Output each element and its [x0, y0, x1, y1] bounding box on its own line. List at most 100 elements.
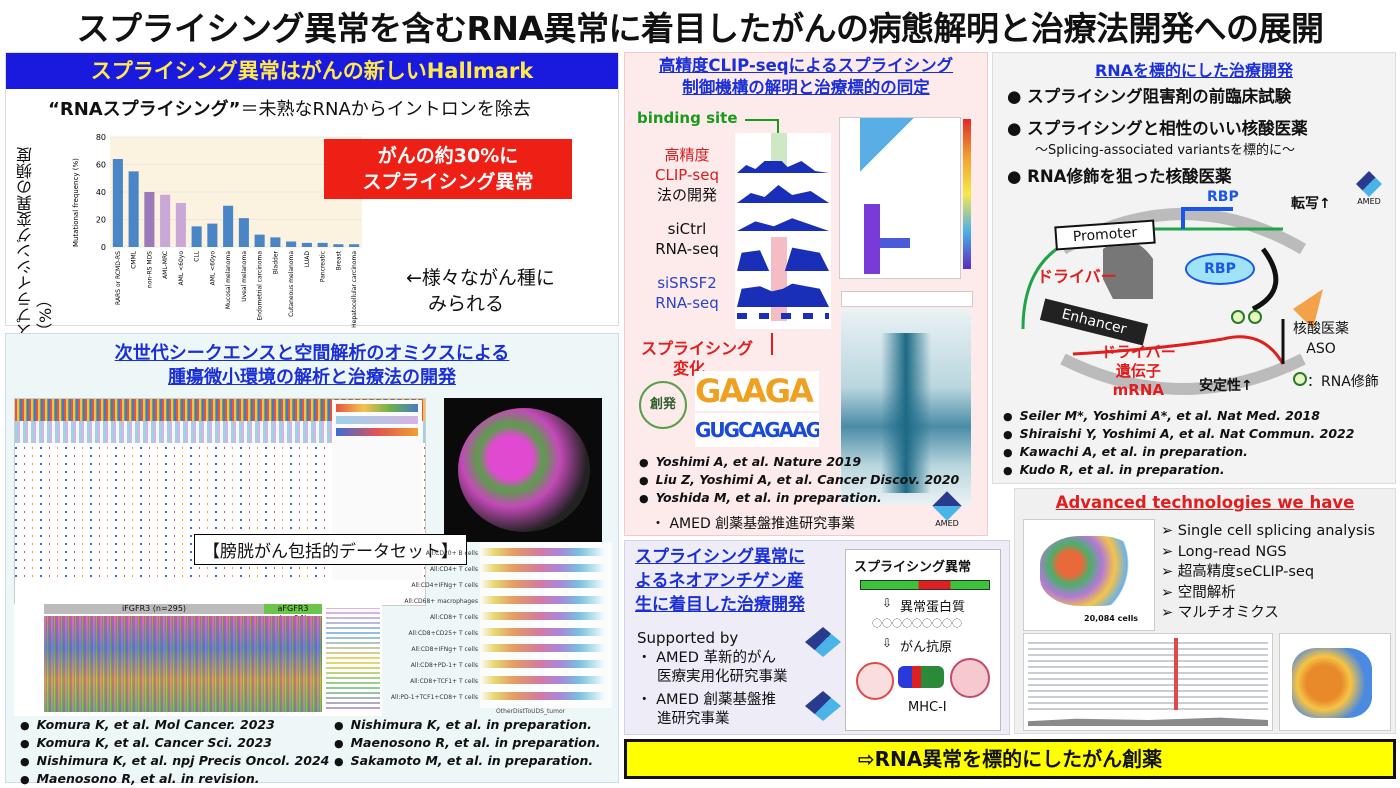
rna-mod-icon: [1248, 310, 1262, 324]
funding2-line1: AMED 創薬基盤推: [656, 692, 776, 708]
heatmap-block: [864, 204, 880, 274]
x-tick-label: Mucosal melanoma: [225, 251, 232, 310]
x-tick-label: AML-MRC: [162, 251, 169, 279]
transcription-label: 転写↑: [1291, 196, 1331, 212]
stability-label: 安定性↑: [1199, 378, 1253, 394]
clip-row1: 高精度 CLIP-seq 法の開発: [643, 145, 731, 205]
gene-model: [737, 313, 829, 319]
violin-plot-area: [480, 542, 612, 708]
violin-label: All:CD4+IFNg+ T cells: [411, 582, 478, 589]
sohatsu-logo: 創発: [639, 381, 687, 429]
violin-x-axis-label: OtherDistToUDS_tumor: [496, 708, 566, 715]
y-tick-label: 80: [96, 133, 106, 142]
x-tick-label: Hepatocellular carcinoma: [351, 251, 358, 328]
bar: [349, 244, 360, 247]
spatial-map: [1292, 648, 1372, 718]
black-curve-arrow: [1251, 247, 1279, 312]
down-arrow-icon: ⇩: [882, 596, 893, 610]
sictrl-rnaseq-label: RNA-seq: [655, 240, 719, 258]
amed-logo: AMED: [925, 491, 969, 533]
amed-note-text: AMED 創薬基盤推進研究事業: [669, 516, 856, 532]
clip-title-line1: 高精度CLIP-seqによるスプライシング: [658, 56, 954, 75]
spatial-map-figure: [1279, 633, 1391, 731]
aso-arrow-icon: [1293, 289, 1323, 329]
mhc-label: MHC-I: [908, 700, 947, 715]
x-tick-label: Uveal melanoma: [241, 251, 248, 302]
advanced-panel: Advanced technologies we have 20,084 cel…: [1014, 488, 1396, 734]
rna-title: RNAを標的にした治療開発: [1094, 61, 1294, 80]
violin-label: All:CD20+ B cells: [425, 550, 478, 557]
x-tick-label: Pancreatic: [320, 251, 327, 282]
oncoprint-top-bars: [15, 399, 425, 421]
neo-funding-2: ・ AMED 創薬基盤推 進研究事業: [637, 692, 776, 727]
rna-ref: Shiraishi Y, Yoshimi A, et al. Nat Commu…: [1003, 425, 1355, 443]
x-tick-label: CMML: [131, 250, 138, 269]
heatmap-block: [860, 118, 960, 198]
definition-text: ＝未熟なRNAからイントロンを除去: [240, 99, 531, 120]
funding1-line2: 医療実用化研究事業: [657, 669, 788, 685]
supported-by: Supported by: [637, 629, 739, 647]
amed-logo-text: AMED: [1357, 197, 1381, 206]
read-highlight: [1174, 638, 1178, 710]
clip-panel: 高精度CLIP-seqによるスプライシング 制御機構の解明と治療標的の同定 bi…: [624, 52, 988, 536]
splicing-change-arrow: [771, 333, 773, 355]
violin-label: All:CD8+ T cells: [429, 614, 478, 621]
clip-row2: siCtrl RNA-seq: [643, 219, 731, 259]
neo-funding-1: ・ AMED 革新的がん 医療実用化研究事業: [637, 650, 788, 685]
peptide-chain: [872, 618, 962, 628]
long-read-figure: [1023, 633, 1273, 731]
neoantigen-panel: スプライシング異常に よるネオアンチゲン産 生に着目した治療開発 Support…: [624, 540, 1010, 735]
rbp-oval: RBP: [1185, 253, 1255, 285]
neo-title-line1: スプライシング異常に: [635, 547, 805, 567]
rna-item-3: ● RNA修飾を狙った核酸医薬: [1007, 167, 1232, 186]
violin-label: All:PD-1+TCF1+CD8+ T cells: [390, 694, 478, 701]
rna-mod-legend: ：RNA修飾: [1293, 371, 1379, 391]
binding-site-arrow-down: [777, 119, 779, 139]
omics-title: 次世代シークエンスと空間解析のオミクスによる 腫瘍微小環境の解析と治療法の開発: [6, 342, 618, 390]
y-axis-label: Mutational frequency (%): [72, 158, 80, 247]
y-tick-label: 20: [96, 216, 106, 225]
x-tick-label: Bladder: [272, 250, 279, 274]
clip-track: [737, 185, 829, 203]
legend-swatch: [336, 416, 418, 424]
advanced-list: ➢ Single cell splicing analysis ➢ Long-r…: [1161, 521, 1375, 624]
umap-plot: 20,084 cells: [1023, 519, 1155, 631]
omics-ref: Komura K, et al. Cancer Sci. 2023: [20, 734, 329, 752]
x-tick-label: Breast: [335, 250, 342, 270]
callout-line2: スプライシング異常: [362, 171, 534, 193]
transcription-arrow-icon: [1181, 207, 1233, 229]
umap-cell-count: 20,084 cells: [1084, 614, 1139, 623]
clip-amed-note: ・ AMED 創薬基盤推進研究事業: [651, 516, 856, 532]
clip-track: [737, 218, 829, 231]
mrna-strand: [1222, 335, 1285, 365]
immune-composition-chart: iFGFR3 (n=295) aFGFR3 (n=94): [14, 604, 382, 716]
rna-item-2-text: スプライシングと相性のいい核酸医薬: [1027, 119, 1308, 138]
sisrsf2-rnaseq-label: RNA-seq: [655, 294, 719, 312]
page-title: スプライシング異常を含むRNA異常に着目したがんの病態解明と治療法開発への展開: [76, 9, 1324, 48]
gray-loop-arrow: [1060, 353, 1306, 395]
density-profile: [841, 291, 973, 307]
ifgfr3-label: iFGFR3 (n=295): [44, 604, 264, 614]
heatmap-colorbar: [963, 119, 971, 269]
heatmap-block: [880, 238, 910, 248]
cancer-type-note: ←様々ながん種に みられる: [406, 265, 555, 317]
oncoprint-annotation-rows: [15, 421, 425, 443]
clip-label-a: 高精度: [664, 146, 710, 164]
driver-mrna-line1: ドライバー: [1101, 343, 1176, 361]
omics-ref: Nishimura K, et al. npj Precis Oncol. 20…: [20, 752, 330, 770]
bar: [128, 171, 139, 247]
y-tick-label: 60: [96, 161, 106, 170]
rna-ref: Kudo R, et al. in preparation.: [1003, 461, 1354, 479]
rna-ref: Kawachi A, et al. in preparation.: [1003, 443, 1354, 461]
neo-title-line2: よるネオアンチゲン産: [635, 571, 804, 591]
omics-refs-left: Komura K, et al. Mol Cancer. 2023 Komura…: [20, 716, 330, 788]
x-tick-label: RARS or RCMD-RS: [115, 251, 122, 305]
clip-label-b: CLIP-seq: [655, 166, 719, 184]
y-tick-label: 40: [96, 188, 106, 197]
spatial-tissue-image: [444, 398, 602, 542]
abnormal-protein-label: 異常蛋白質: [900, 600, 966, 615]
sictrl-label: siCtrl: [667, 220, 707, 238]
rna-mechanism-diagram: [1021, 207, 1323, 395]
